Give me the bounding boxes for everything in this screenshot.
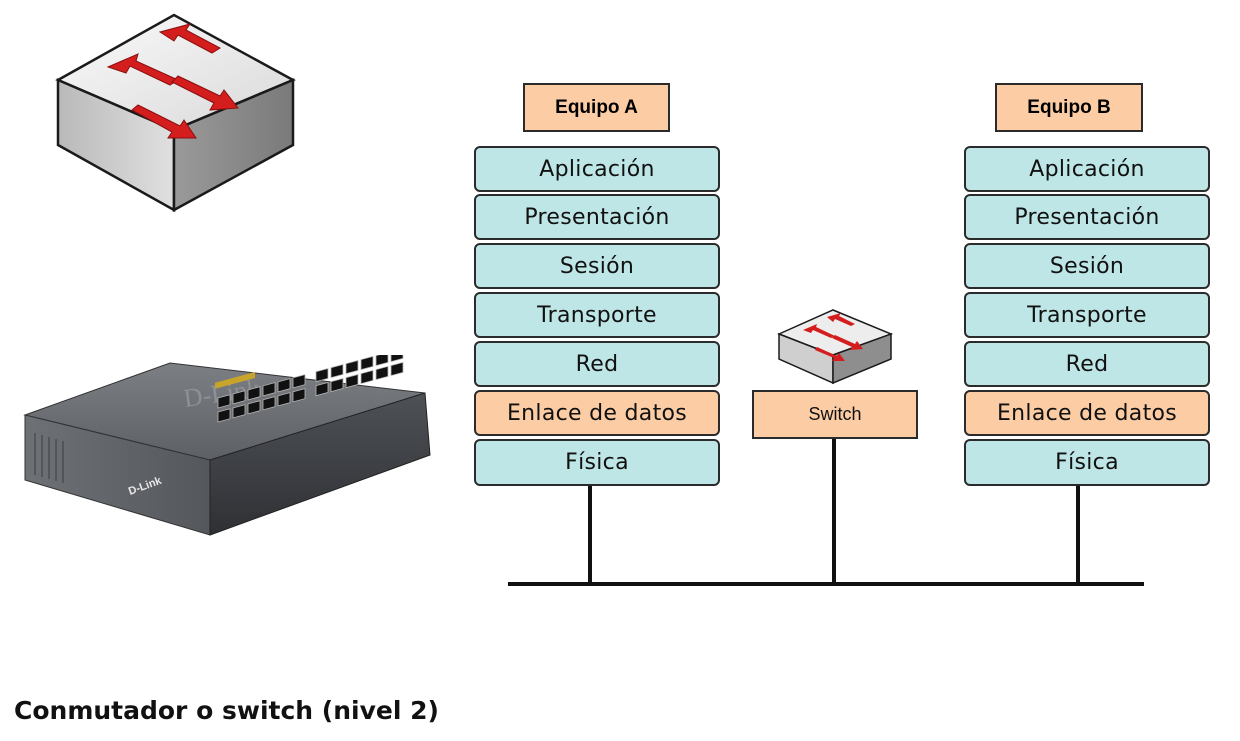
host-a-title: Equipo A xyxy=(523,83,670,132)
host-a-layer-session: Sesión xyxy=(474,243,720,289)
page-caption: Conmutador o switch (nivel 2) xyxy=(14,696,439,725)
switch-symbol-icon xyxy=(55,13,296,213)
host-a-layer-network: Red xyxy=(474,341,720,387)
dlink-switch-photo: D-Link D-Link xyxy=(23,355,431,536)
host-a-layer-application: Aplicación xyxy=(474,146,720,192)
host-a-layer-datalink: Enlace de datos xyxy=(474,390,720,436)
switch-small-icon xyxy=(777,309,894,385)
host-a-layer-presentation: Presentación xyxy=(474,194,720,240)
host-b-layer-physical: Física xyxy=(964,439,1210,486)
host-b-layer-session: Sesión xyxy=(964,243,1210,289)
host-b-title: Equipo B xyxy=(995,83,1143,132)
host-a-layer-physical: Física xyxy=(474,439,720,486)
host-b-layer-application: Aplicación xyxy=(964,146,1210,192)
host-a-layer-transport: Transporte xyxy=(474,292,720,338)
switch-label-box: Switch xyxy=(752,390,918,439)
host-b-layer-presentation: Presentación xyxy=(964,194,1210,240)
host-b-layer-datalink: Enlace de datos xyxy=(964,390,1210,436)
host-b-layer-network: Red xyxy=(964,341,1210,387)
host-b-layer-transport: Transporte xyxy=(964,292,1210,338)
